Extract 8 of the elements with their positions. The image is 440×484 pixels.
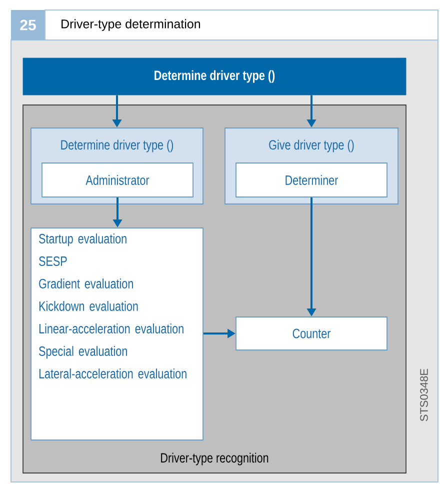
process-box: Determiner xyxy=(236,162,388,198)
list-box: Startup evaluation SESP Gradient evaluation Kickdown evaluation Linear-acceleration evaluation Special evaluation Lateral-acceleration evaluation xyxy=(30,228,204,440)
process-box: Administrator xyxy=(42,162,194,198)
header-bar: Determine driver type () xyxy=(22,58,406,96)
code-label: STS0348E xyxy=(420,368,428,422)
process-box: Counter xyxy=(236,316,388,350)
figure-number: 25 xyxy=(11,10,45,40)
title-bar: Driver-type determination xyxy=(44,10,438,40)
